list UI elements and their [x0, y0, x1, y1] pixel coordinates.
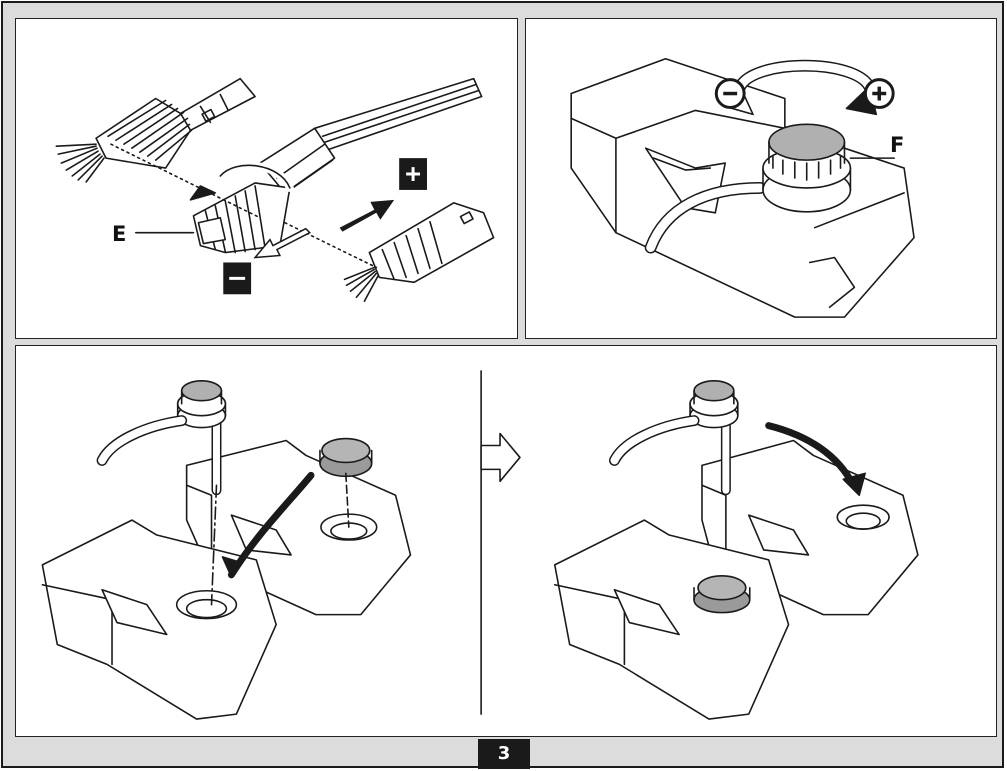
grey-cap-left	[319, 437, 373, 478]
cap-f	[762, 123, 895, 213]
move-arrow-right	[765, 422, 857, 489]
transition-arrow	[480, 432, 521, 483]
label-e: E	[112, 222, 127, 246]
rotation-arrow-head	[189, 185, 217, 201]
alignment-line-top	[110, 143, 261, 219]
label-f: F	[890, 133, 905, 157]
drop-line-left	[210, 484, 218, 606]
tank-swap-illustration	[41, 370, 919, 720]
nozzle-fan-top	[95, 77, 256, 169]
plus-circle-icon	[863, 78, 895, 109]
tank-swap-panel	[15, 345, 997, 737]
lifted-cap-right	[608, 380, 739, 496]
fan-jet-spray	[55, 143, 105, 183]
plus-arrow	[339, 199, 395, 232]
tank-cap-panel: F	[525, 18, 997, 339]
nozzle-illustration	[55, 77, 495, 303]
spray-lance	[313, 77, 483, 151]
cap-drop-line	[345, 472, 350, 528]
front-tank-right	[553, 519, 790, 720]
right-scene	[553, 380, 919, 720]
minus-icon	[223, 262, 252, 295]
nozzle-e	[192, 182, 291, 254]
left-scene	[41, 380, 412, 720]
nozzle-point-bottom	[343, 202, 495, 303]
minus-circle-icon	[714, 78, 746, 109]
rotation-arc	[734, 59, 876, 93]
page-number: 3	[478, 739, 530, 769]
plus-icon	[399, 158, 427, 190]
rotation-arrow	[216, 161, 294, 192]
front-tank-left	[41, 519, 277, 720]
nozzle-adjust-panel: E	[15, 18, 518, 339]
alignment-line-bottom	[284, 221, 378, 269]
lifted-cap-with-tube	[96, 380, 227, 496]
minus-arrow	[253, 227, 311, 259]
tank-cap-illustration	[570, 57, 915, 318]
